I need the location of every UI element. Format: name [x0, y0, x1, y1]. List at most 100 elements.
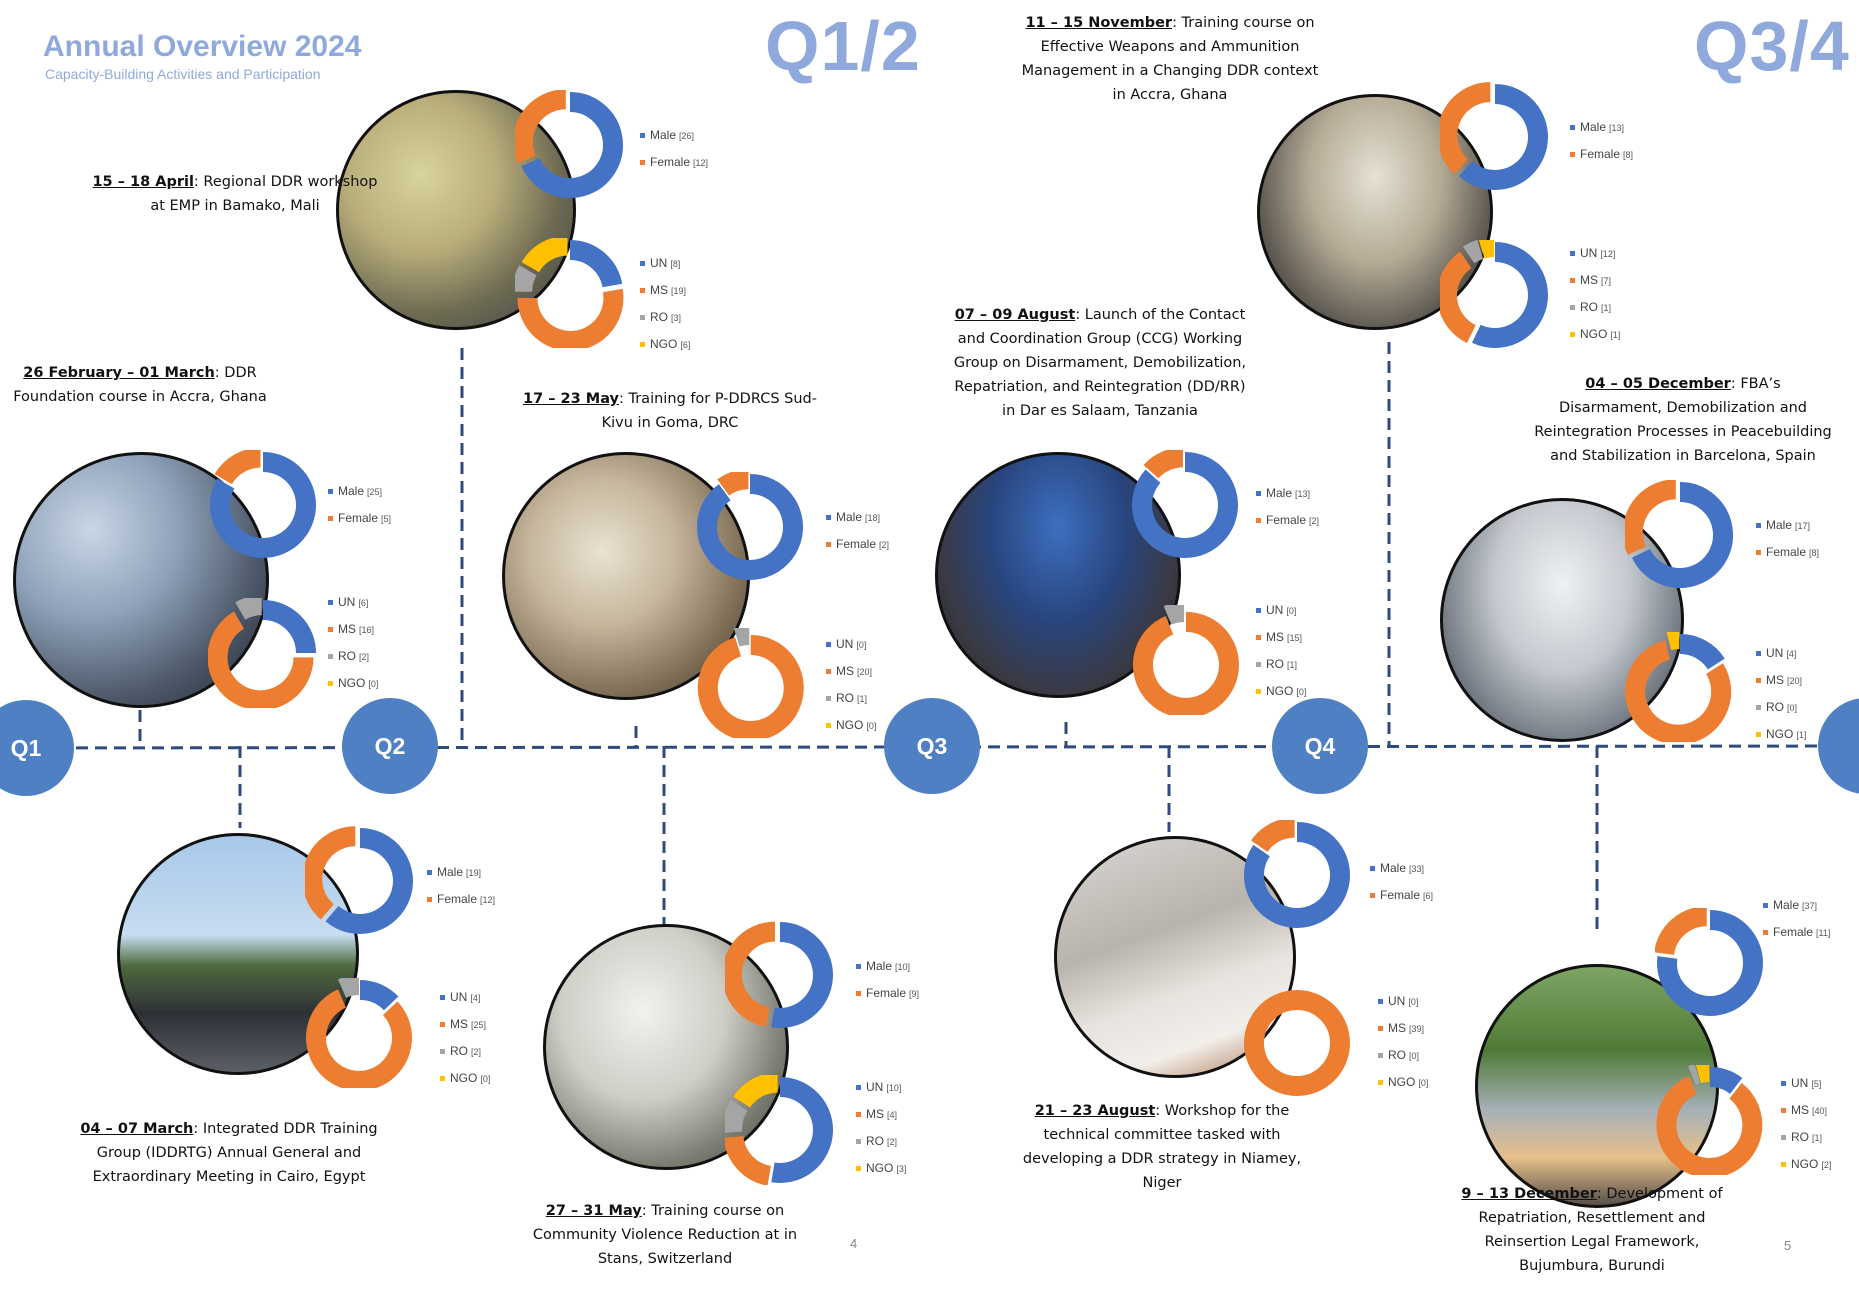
page-number-right: 5 [1784, 1238, 1792, 1253]
legend-row-female: Female[5] [328, 505, 391, 532]
donut-gender [515, 90, 623, 198]
legend-value: [8] [1623, 150, 1634, 160]
legend-swatch [1781, 1162, 1786, 1168]
legend-label: Female [1266, 513, 1307, 527]
donut-gender [1244, 820, 1350, 928]
legend-swatch [856, 991, 861, 997]
legend-value: [0] [480, 1074, 491, 1084]
slice-ro [725, 1099, 748, 1133]
legend-row-male: Male[18] [826, 504, 889, 531]
legend-label: UN [1388, 994, 1406, 1008]
legend-label: RO [1580, 300, 1598, 314]
event-date: 21 – 23 August [1034, 1103, 1156, 1119]
legend-row-female: Female[9] [856, 980, 919, 1007]
legend-label: MS [1266, 630, 1284, 644]
legend-swatch [640, 160, 645, 166]
legend-gender: Male[37]Female[11] [1763, 892, 1830, 946]
legend-value: [13] [1609, 123, 1625, 133]
slice-ro [733, 628, 750, 647]
legend-label: UN [866, 1080, 884, 1094]
slice-un [771, 1077, 833, 1183]
page-title: Annual Overview 2024 [43, 30, 362, 63]
legend-swatch [1763, 903, 1768, 909]
legend-label: UN [450, 990, 468, 1004]
slice-female [1655, 908, 1708, 956]
legend-value: [8] [1809, 548, 1820, 558]
legend-gender: Male[25]Female[5] [328, 478, 391, 532]
legend-row-ro: RO[1] [1781, 1124, 1831, 1151]
legend-row-ngo: NGO[6] [640, 331, 690, 358]
legend-label: NGO [836, 718, 864, 732]
slice-un [569, 240, 623, 288]
legend-swatch [826, 669, 831, 675]
slice-male [771, 922, 833, 1028]
legend-affiliation: UN[0]MS[20]RO[1]NGO[0] [826, 631, 876, 739]
slice-female [717, 472, 750, 496]
slice-ngo [1695, 1065, 1710, 1084]
legend-label: MS [866, 1107, 884, 1121]
legend-label: MS [650, 283, 668, 297]
legend-swatch [1256, 662, 1261, 668]
donut-affiliation [697, 628, 804, 738]
legend-label: Male [437, 865, 464, 879]
legend-affiliation: UN[4]MS[25]RO[2]NGO[0] [440, 984, 490, 1092]
legend-swatch [328, 516, 333, 522]
event-caption: 27 – 31 May: Training course on Communit… [515, 1199, 815, 1271]
legend-label: RO [1791, 1130, 1809, 1144]
slice-ro [235, 598, 263, 620]
legend-affiliation: UN[8]MS[19]RO[3]NGO[6] [640, 250, 690, 358]
legend-row-ms: MS[15] [1256, 624, 1306, 651]
legend-row-ms: MS[19] [640, 277, 690, 304]
legend-value: [2] [879, 540, 890, 550]
legend-label: NGO [866, 1161, 894, 1175]
legend-label: UN [836, 637, 854, 651]
slice-un [1472, 242, 1548, 348]
legend-row-ngo: NGO[0] [1378, 1069, 1428, 1096]
legend-swatch [1570, 278, 1575, 284]
legend-gender: Male[18]Female[2] [826, 504, 889, 558]
donut-affiliation [1440, 240, 1548, 348]
legend-swatch [440, 995, 445, 1001]
legend-swatch [1256, 608, 1261, 614]
legend-label: MS [1791, 1103, 1809, 1117]
legend-row-female: Female[8] [1570, 141, 1633, 168]
donut-gender [725, 921, 833, 1028]
legend-value: [16] [359, 625, 375, 635]
legend-swatch [1570, 305, 1575, 311]
legend-swatch [856, 1112, 861, 1118]
event-caption: 17 – 23 May: Training for P-DDRCS Sud-Ki… [520, 387, 820, 435]
event-date: 15 – 18 April [92, 174, 194, 190]
legend-swatch [1570, 152, 1575, 158]
legend-value: [6] [1423, 891, 1434, 901]
legend-row-ms: MS[39] [1378, 1015, 1428, 1042]
legend-value: [20] [1787, 676, 1803, 686]
legend-label: NGO [450, 1071, 478, 1085]
legend-value: [10] [886, 1083, 902, 1093]
timeline-node-q3: Q3 [884, 698, 980, 794]
legend-affiliation: UN[10]MS[4]RO[2]NGO[3] [856, 1074, 906, 1182]
legend-value: [1] [1601, 303, 1612, 313]
legend-value: [7] [1601, 276, 1612, 286]
donut-affiliation [725, 1075, 833, 1185]
legend-row-un: UN[0] [826, 631, 876, 658]
legend-label: Male [1266, 486, 1293, 500]
legend-row-male: Male[25] [328, 478, 391, 505]
legend-label: Male [338, 484, 365, 498]
legend-value: [4] [470, 993, 481, 1003]
event-caption: 04 – 05 December: FBA’s Disarmament, Dem… [1533, 372, 1833, 468]
legend-row-ro: RO[1] [826, 685, 876, 712]
legend-swatch [640, 315, 645, 321]
legend-swatch [1756, 550, 1761, 556]
slice-ms [1440, 251, 1477, 344]
legend-label: MS [450, 1017, 468, 1031]
slice-male [1244, 822, 1350, 928]
legend-label: Female [1580, 147, 1621, 161]
legend-row-ngo: NGO[3] [856, 1155, 906, 1182]
page-number-left: 4 [850, 1236, 858, 1251]
legend-swatch [328, 600, 333, 606]
slice-ro [515, 265, 537, 293]
legend-swatch [640, 342, 645, 348]
event-description: : FBA’s Disarmament, Demobilization and … [1534, 376, 1832, 464]
legend-affiliation: UN[6]MS[16]RO[2]NGO[0] [328, 589, 378, 697]
slice-ms [208, 611, 314, 708]
